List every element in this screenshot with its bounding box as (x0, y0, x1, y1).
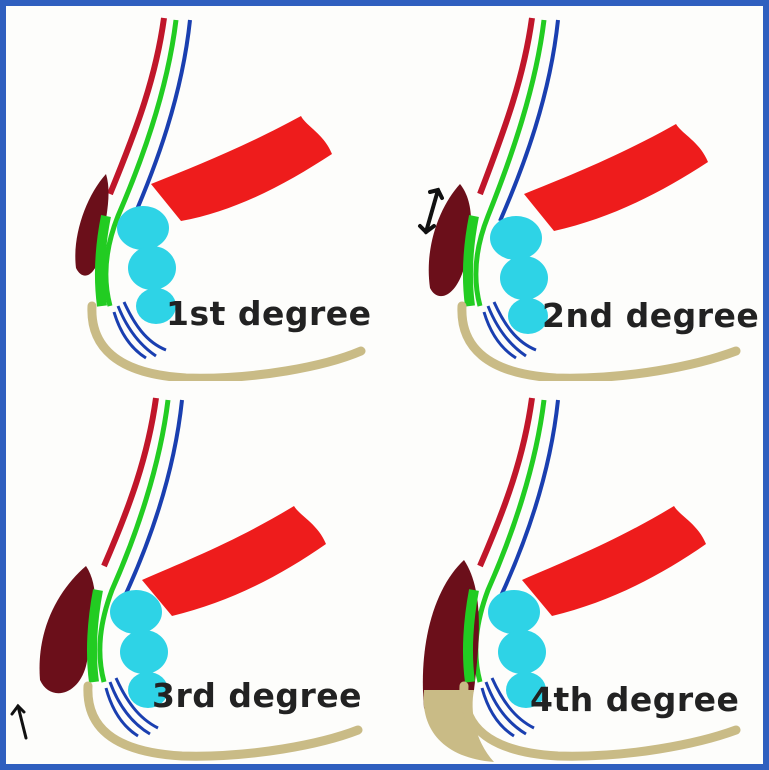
sphincter-lobe-2 (498, 630, 546, 674)
panel-4th-degree: 4th degree (384, 390, 762, 765)
sphincter-lobe-1 (490, 216, 542, 260)
sphincter-lobe-1 (488, 590, 540, 634)
rectal-muscle (522, 506, 706, 616)
sphincter-lobe-1 (110, 590, 162, 634)
prolapsed-tissue (424, 690, 494, 762)
sphincter-lobe-1 (117, 206, 169, 250)
caption-4th-degree: 4th degree (530, 680, 739, 719)
rectal-muscle (524, 124, 708, 231)
caption-1st-degree: 1st degree (166, 294, 372, 333)
rectal-muscle (151, 116, 332, 221)
sphincter-lobe-2 (500, 256, 548, 300)
rectal-muscle (142, 506, 326, 616)
sphincter-lobe-2 (120, 630, 168, 674)
panel-3rd-degree: 3rd degree (6, 390, 384, 765)
panel-1st-degree: 1st degree (6, 6, 384, 381)
sphincter-lobe-2 (128, 246, 176, 290)
panel-2nd-degree: 2nd degree (384, 6, 762, 381)
arrow-up-icon (12, 706, 26, 738)
internal-hemorrhoid (40, 566, 96, 693)
green-mucosa-band (92, 590, 98, 682)
caption-2nd-degree: 2nd degree (542, 296, 759, 335)
green-mucosa-band (100, 216, 106, 306)
green-mucosa-band (468, 216, 474, 306)
caption-3rd-degree: 3rd degree (152, 676, 362, 715)
green-mucosa-band (468, 590, 474, 682)
